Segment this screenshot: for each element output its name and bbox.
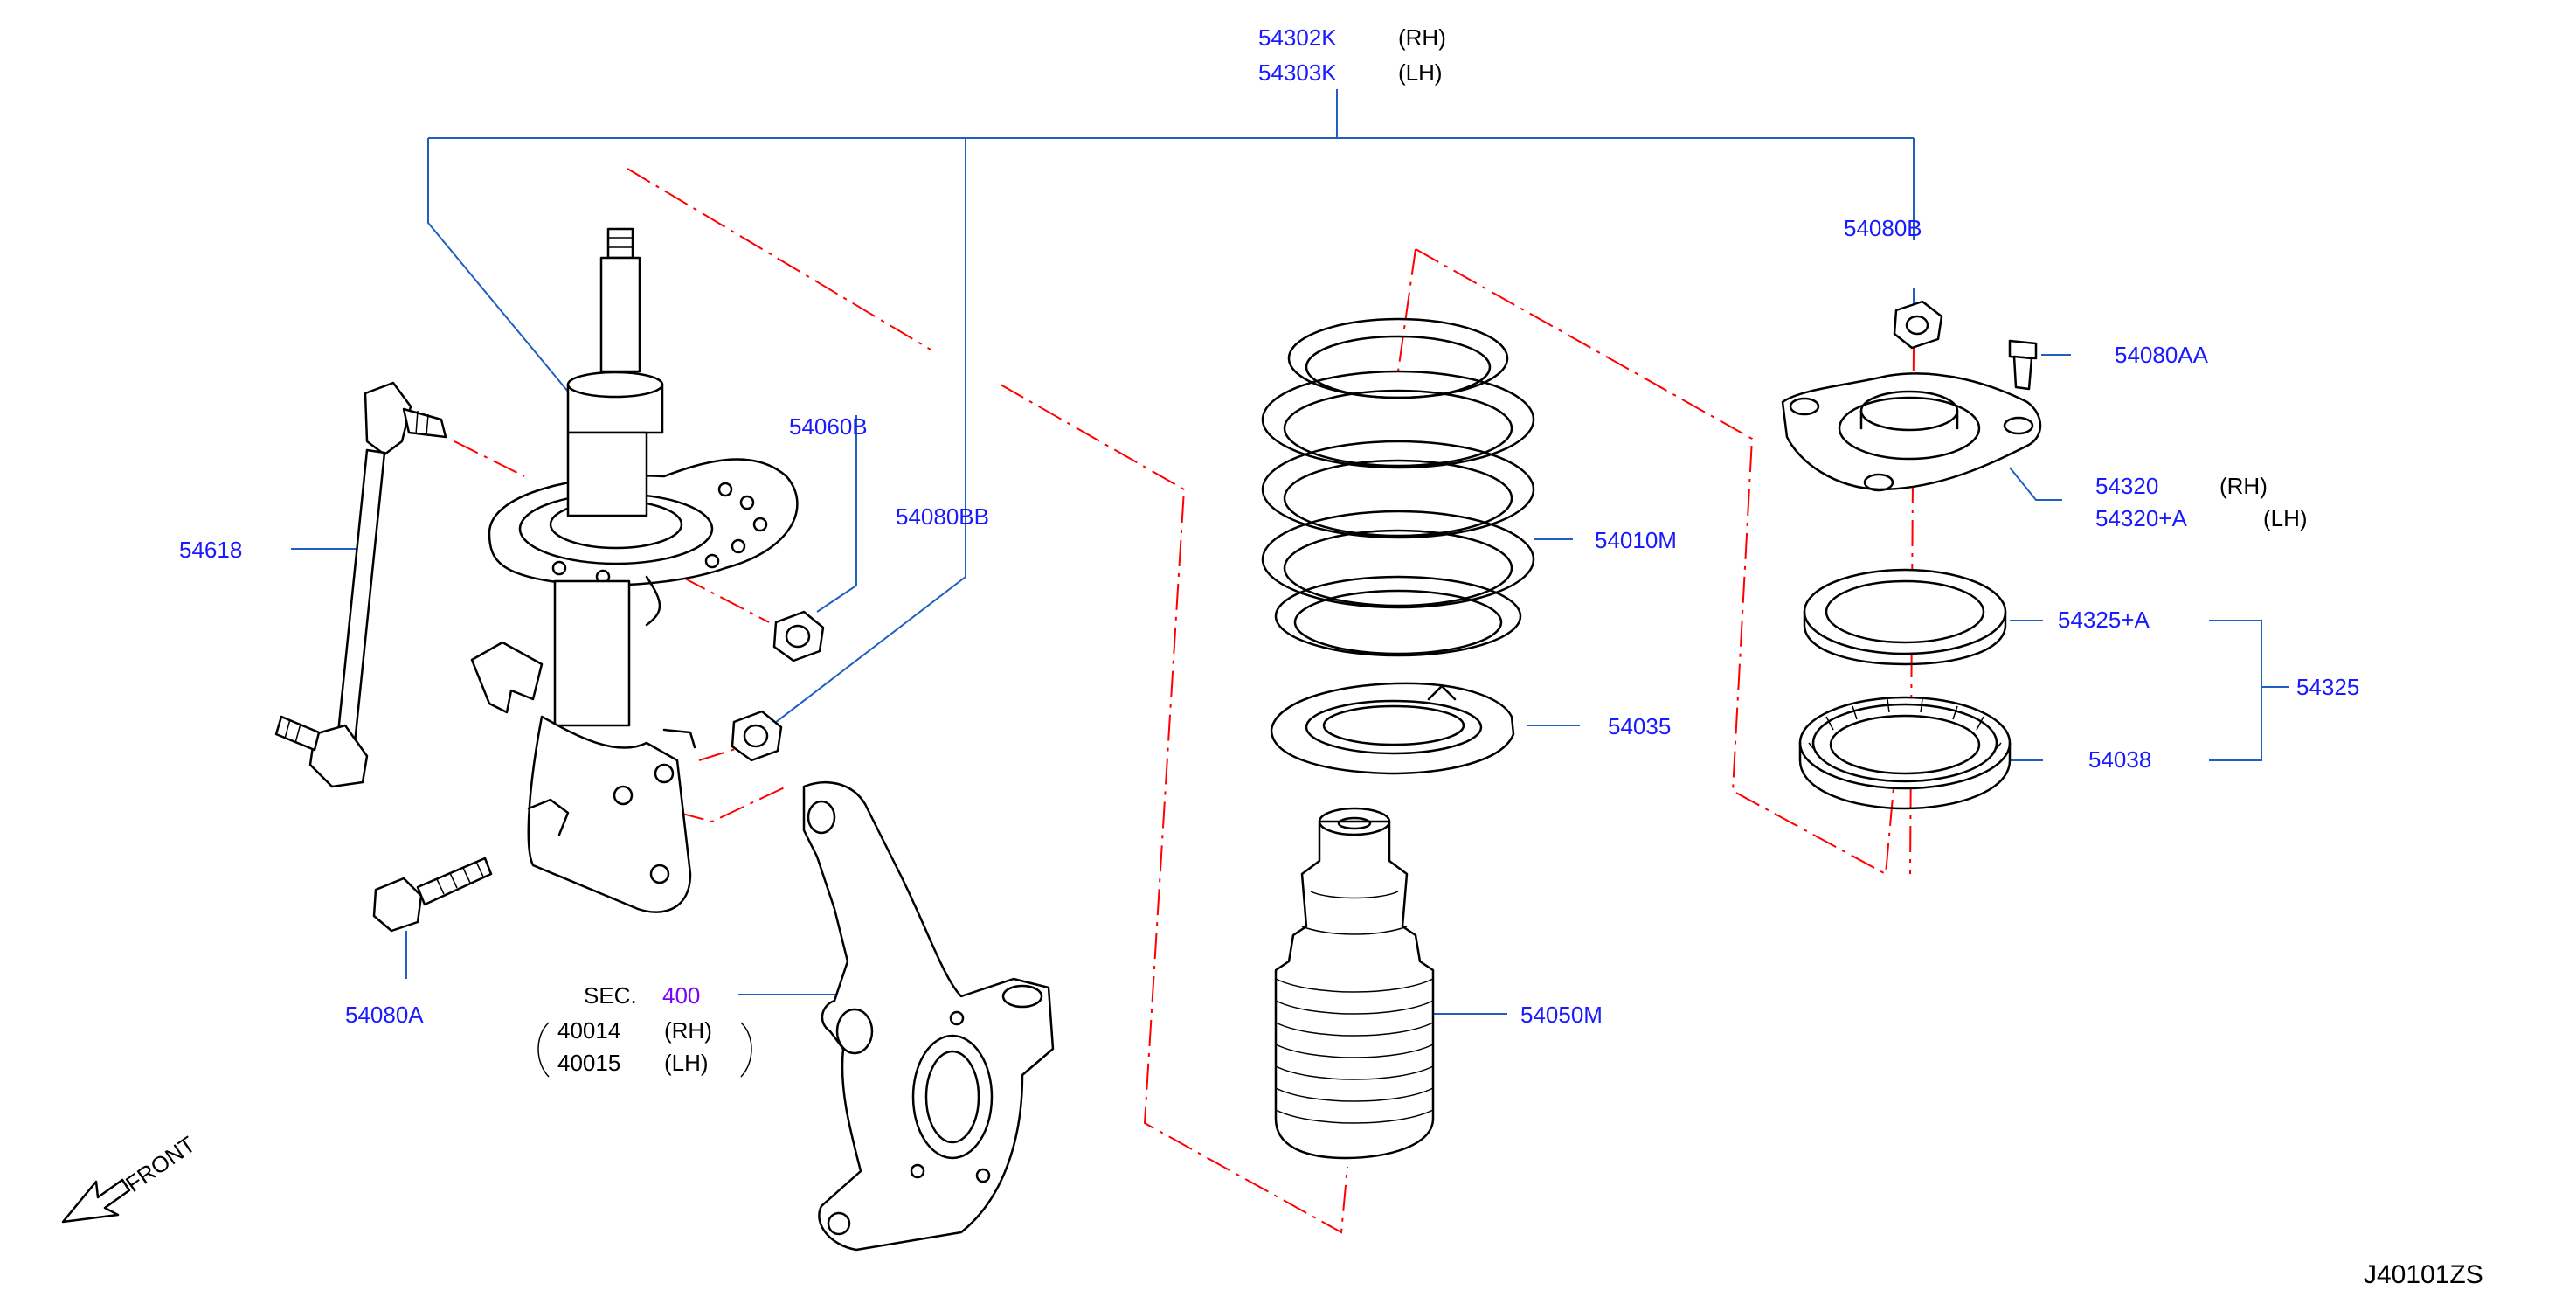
- part-54325a-label[interactable]: 54325+A: [2058, 607, 2150, 633]
- mount-lh-number[interactable]: 54320+A: [2095, 505, 2187, 531]
- part-54080b-label[interactable]: 54080B: [1844, 215, 1922, 241]
- mount-lh-side: (LH): [2263, 505, 2308, 531]
- mount-rh-number[interactable]: 54320: [2095, 473, 2158, 499]
- part-54618-label[interactable]: 54618: [179, 537, 242, 563]
- knuckle-sec-number[interactable]: 400: [662, 982, 700, 1009]
- strut-assembly-drawing: [470, 227, 799, 913]
- strut-mount-drawing: [1781, 300, 2042, 492]
- stabilizer-link-drawing: [274, 381, 447, 788]
- mount-rh-side: (RH): [2219, 473, 2268, 499]
- knuckle-lh-number: 40015: [557, 1050, 620, 1076]
- strut-assembly-rh-side: (RH): [1398, 24, 1446, 51]
- part-54080aa-label[interactable]: 54080AA: [2115, 342, 2209, 368]
- steering-knuckle-drawing: [802, 780, 1055, 1252]
- part-54060b-label[interactable]: 54060B: [789, 413, 868, 440]
- knuckle-sec-prefix: SEC.: [584, 982, 637, 1009]
- bump-stopper-drawing: [1274, 807, 1435, 1160]
- front-arrow-icon: [61, 1178, 131, 1224]
- part-54010m-label[interactable]: 54010M: [1595, 527, 1677, 553]
- strut-assembly-lh-side: (LH): [1398, 59, 1443, 86]
- part-54325-label[interactable]: 54325: [2296, 674, 2359, 700]
- knuckle-rh-side: (RH): [664, 1017, 712, 1044]
- part-54038-label[interactable]: 54038: [2088, 746, 2151, 773]
- knuckle-lh-side: (LH): [664, 1050, 709, 1076]
- bearing-seal-drawing: [1798, 696, 2012, 810]
- mount-bearing-drawing: [1803, 568, 2007, 666]
- diagram-id: J40101ZS: [2364, 1260, 2483, 1289]
- front-label: FRONT: [121, 1131, 200, 1197]
- part-54050m-label[interactable]: 54050M: [1520, 1002, 1603, 1028]
- nut-54060b-drawing: [772, 610, 825, 662]
- coil-spring-drawing: [1261, 317, 1535, 657]
- part-54080bb-label[interactable]: 54080BB: [896, 503, 989, 530]
- strut-assembly-lh-number[interactable]: 54303K: [1258, 59, 1337, 86]
- knuckle-right-bracket: [740, 1022, 752, 1078]
- knuckle-left-bracket: [537, 1022, 550, 1078]
- bolt-54080a-drawing: [372, 857, 493, 933]
- part-54035-label[interactable]: 54035: [1608, 713, 1671, 739]
- part-54080a-label[interactable]: 54080A: [345, 1002, 424, 1028]
- knuckle-rh-number: 40014: [557, 1017, 620, 1044]
- spring-seat-drawing: [1270, 682, 1515, 775]
- strut-assembly-rh-number[interactable]: 54302K: [1258, 24, 1337, 51]
- labels: 54302K (RH) 54303K (LH) 54080B 54080AA 5…: [121, 24, 2483, 1289]
- nut-54080bb-drawing: [731, 710, 783, 762]
